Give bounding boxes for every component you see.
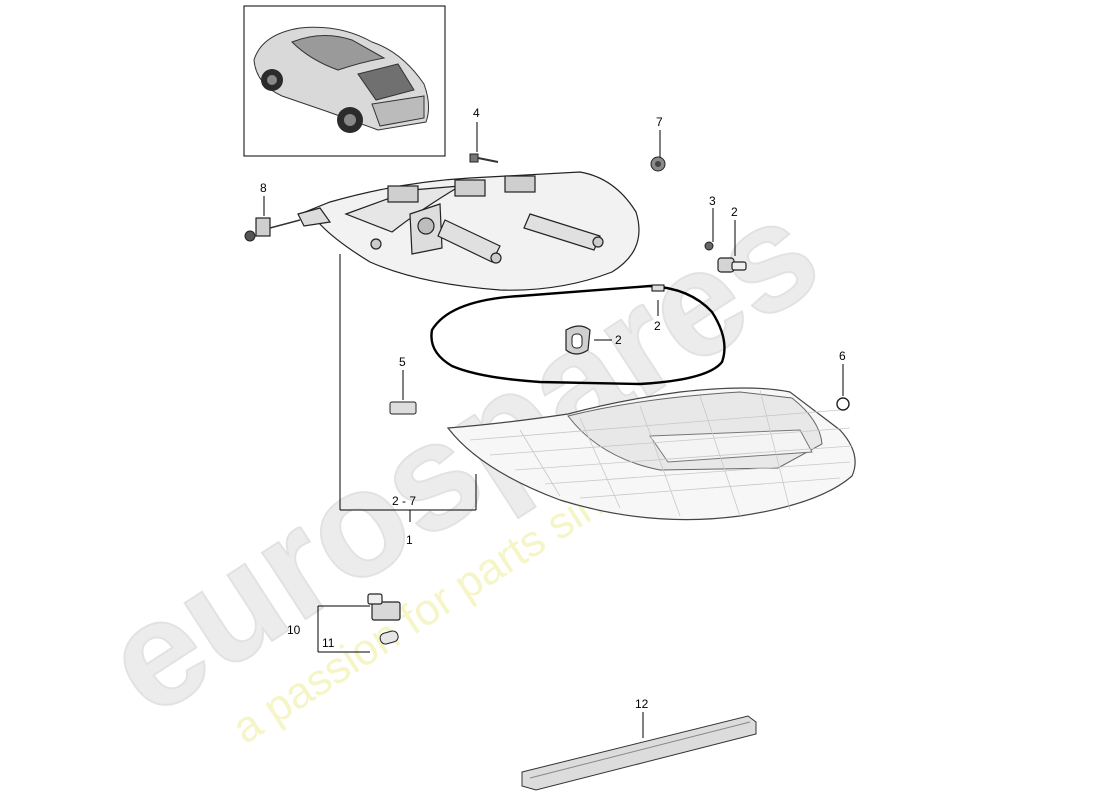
bulb-holder-part xyxy=(717,257,747,273)
callouts: 4 7 8 3 2 2 2 5 6 2 - 7 1 10 11 12 xyxy=(260,106,846,711)
bulb-socket-part xyxy=(367,593,401,621)
callout-12: 12 xyxy=(635,697,649,711)
callout-2-7: 2 - 7 xyxy=(392,494,416,508)
callout-5: 5 xyxy=(399,355,406,369)
screw-3 xyxy=(704,241,714,251)
callout-4: 4 xyxy=(473,106,480,120)
tail-light-housing xyxy=(297,171,640,291)
tail-light-lens xyxy=(446,387,856,521)
callout-3: 3 xyxy=(709,194,716,208)
reflector-strip xyxy=(521,715,757,791)
callout-2-bulb-holder: 2 xyxy=(731,205,738,219)
nut-7 xyxy=(650,156,666,172)
callout-2-grommet: 2 xyxy=(615,333,622,347)
callout-6: 6 xyxy=(839,349,846,363)
gasket-clip xyxy=(651,284,665,292)
car-illustration xyxy=(253,26,430,133)
grommet-part xyxy=(565,325,591,355)
callout-10: 10 xyxy=(287,623,301,637)
callout-1: 1 xyxy=(406,533,413,547)
gasket-seal xyxy=(430,284,726,386)
callout-8: 8 xyxy=(260,181,267,195)
callout-7: 7 xyxy=(656,115,663,129)
vehicle-reference-inset xyxy=(243,5,446,157)
callout-11: 11 xyxy=(322,636,335,650)
leader-lines xyxy=(263,122,844,738)
screw-4 xyxy=(469,153,499,163)
pad-part xyxy=(389,401,417,415)
bracket-8 xyxy=(244,217,301,242)
bulb-part xyxy=(379,630,399,645)
o-ring-part xyxy=(836,397,850,411)
callout-2-seal: 2 xyxy=(654,319,661,333)
